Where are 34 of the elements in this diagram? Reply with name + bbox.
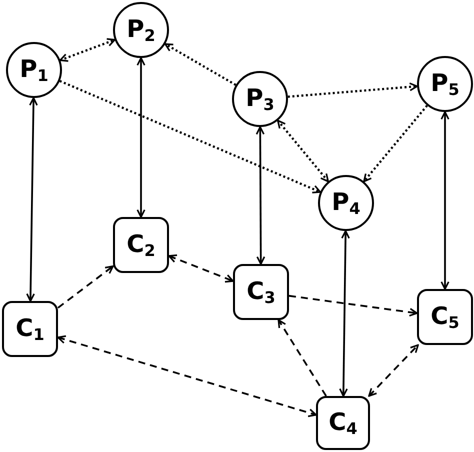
arrow [288, 82, 418, 98]
node-label: C$_{2}$ [126, 232, 156, 258]
arrow [59, 80, 322, 194]
node-label: C$_{4}$ [328, 410, 358, 436]
node-label: P$_{3}$ [246, 86, 274, 112]
node-label: P$_{2}$ [126, 16, 156, 44]
arrow [368, 344, 419, 397]
arrow [288, 294, 418, 317]
node-label: P$_{4}$ [332, 190, 360, 216]
arrow [57, 335, 317, 418]
component-box [233, 264, 289, 320]
component-box [316, 396, 370, 450]
node-label: C$_{1}$ [16, 316, 44, 342]
arrow [277, 120, 329, 182]
arrow [440, 111, 450, 290]
arrow [363, 104, 428, 182]
arrow [26, 97, 38, 302]
arrow [136, 57, 146, 218]
node-label: C$_{5}$ [430, 304, 460, 330]
arrow [339, 230, 350, 397]
component-box [2, 301, 58, 357]
arrow [164, 43, 236, 86]
process-circle [318, 175, 374, 231]
component-box [113, 217, 169, 273]
node-label: P$_{1}$ [20, 56, 48, 84]
arrow [168, 254, 234, 283]
process-circle [232, 71, 288, 127]
arrow [256, 126, 266, 265]
node-label: C$_{3}$ [246, 278, 276, 306]
component-box [417, 289, 473, 345]
arrow [57, 265, 114, 309]
arrow [278, 319, 327, 396]
arrow [59, 38, 116, 62]
node-label: P$_{5}$ [430, 70, 460, 98]
